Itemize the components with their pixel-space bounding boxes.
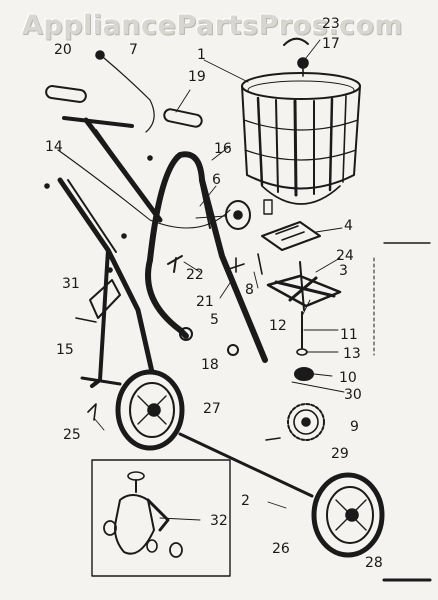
leg-part-15 <box>57 177 155 388</box>
callout-20: 20 <box>54 42 72 58</box>
callout-23: 23 <box>322 16 340 32</box>
collar-part-10 <box>294 367 314 381</box>
callout-8: 8 <box>245 282 254 298</box>
callout-19: 19 <box>188 69 206 85</box>
callout-4: 4 <box>344 218 353 234</box>
gearbox-inset-part-32 <box>91 459 231 577</box>
callout-10: 10 <box>339 370 357 386</box>
wheel-part-27 <box>115 369 185 451</box>
callout-9: 9 <box>350 419 359 435</box>
watermark: AppliancePartsPros.com <box>22 10 404 41</box>
leader-lines <box>93 39 345 521</box>
callout-13: 13 <box>343 346 361 362</box>
callout-29: 29 <box>331 446 349 462</box>
callout-15: 15 <box>56 342 74 358</box>
margin-marks <box>373 242 432 582</box>
wheel-part-28 <box>311 472 385 558</box>
callout-31: 31 <box>62 276 80 292</box>
shaft-part-11 <box>296 311 308 356</box>
gate-plate-part-4 <box>261 221 321 251</box>
callout-22: 22 <box>186 267 204 283</box>
callout-18: 18 <box>201 357 219 373</box>
callout-16: 16 <box>214 141 232 157</box>
axle-part-2 <box>178 432 314 498</box>
hardware-parts <box>44 155 281 441</box>
callout-7: 7 <box>129 42 138 58</box>
gear-disk <box>225 200 251 230</box>
callout-26: 26 <box>272 541 290 557</box>
hopper-part-1 <box>241 72 361 215</box>
callout-28: 28 <box>365 555 383 571</box>
lid-knob-part-17 <box>283 37 309 77</box>
callout-1: 1 <box>197 47 206 63</box>
bracket-part-31 <box>75 279 121 323</box>
callout-32: 32 <box>210 513 228 529</box>
callout-24: 24 <box>336 248 354 264</box>
callout-17: 17 <box>322 36 340 52</box>
callout-3: 3 <box>339 263 348 279</box>
callout-25: 25 <box>63 427 81 443</box>
gear-part-9 <box>287 403 325 441</box>
callout-14: 14 <box>45 139 63 155</box>
handle-part-14 <box>45 85 203 223</box>
callout-21: 21 <box>196 294 214 310</box>
callout-5: 5 <box>210 312 219 328</box>
frame-part-6 <box>145 151 268 363</box>
callout-11: 11 <box>340 327 358 343</box>
callout-27: 27 <box>203 401 221 417</box>
spinner-part-3 <box>266 261 342 311</box>
callout-12: 12 <box>269 318 287 334</box>
callout-2: 2 <box>241 493 250 509</box>
callout-30: 30 <box>344 387 362 403</box>
callout-6: 6 <box>212 172 221 188</box>
